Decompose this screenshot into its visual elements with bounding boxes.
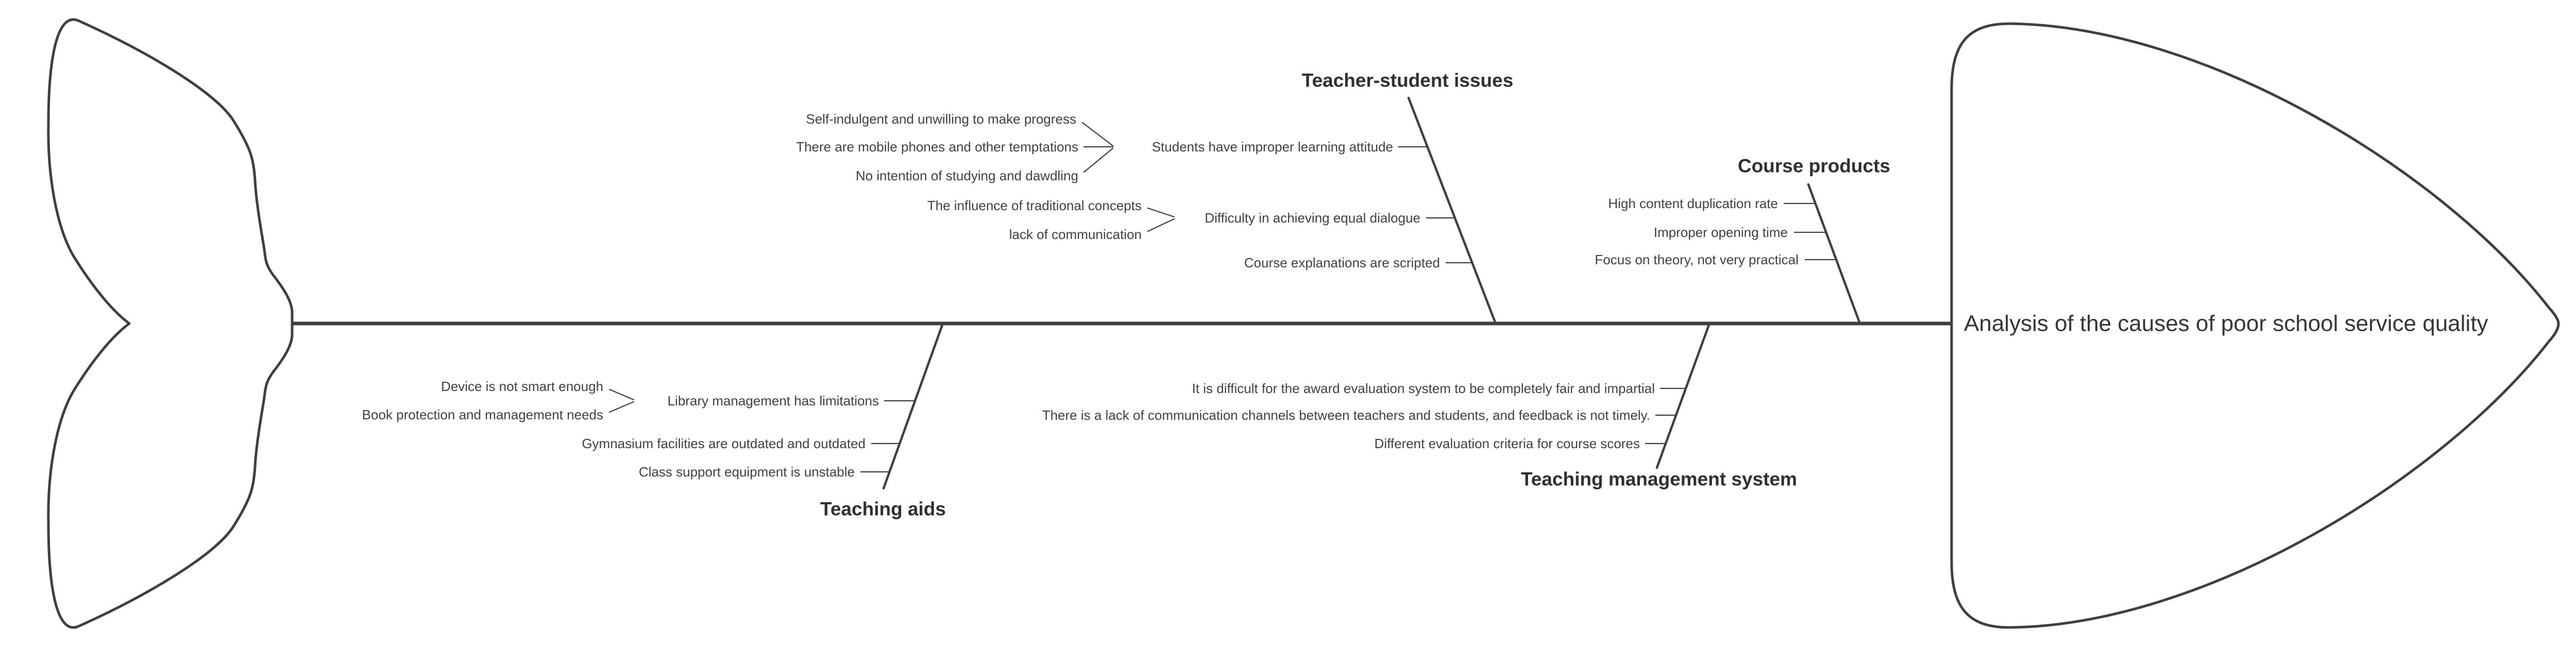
- fish-head-shape: [1950, 22, 2560, 629]
- branch-course-products: Course products High content duplication…: [1595, 156, 1890, 325]
- branch-teacher-student-issues: Teacher-student issues Students have imp…: [796, 70, 1514, 325]
- cause-text: Library management has limitations: [668, 393, 879, 408]
- cause-text: Course explanations are scripted: [1244, 255, 1440, 270]
- problem-statement: Analysis of the causes of poor school se…: [1964, 311, 2488, 336]
- branch-label: Course products: [1738, 156, 1890, 177]
- branch-line: [1655, 322, 1711, 469]
- branch-label: Teacher-student issues: [1302, 70, 1514, 91]
- sub-cause-text: The influence of traditional concepts: [927, 198, 1142, 213]
- cause-text: Class support equipment is unstable: [639, 464, 855, 480]
- sub-cause-connector: [608, 401, 635, 413]
- sub-cause-text: Device is not smart enough: [441, 379, 603, 394]
- sub-cause-connector: [1147, 207, 1175, 218]
- sub-cause-text: No intention of studying and dawdling: [856, 168, 1078, 183]
- branch-teaching-management-system: Teaching management system It is difficu…: [1042, 322, 1797, 490]
- branch-line: [1407, 96, 1497, 325]
- cause-text: Improper opening time: [1654, 225, 1788, 240]
- sub-cause-text: Book protection and management needs: [362, 407, 603, 422]
- sub-cause-connector: [1147, 218, 1175, 232]
- branch-line: [882, 322, 944, 490]
- sub-cause-text: lack of communication: [1009, 227, 1142, 242]
- sub-cause-text: Self-indulgent and unwilling to make pro…: [806, 111, 1076, 127]
- sub-cause-connector: [1081, 122, 1114, 147]
- sub-cause-connector: [1083, 147, 1114, 173]
- branch-label: Teaching aids: [820, 499, 946, 520]
- branch-line: [1807, 183, 1861, 325]
- fish-tail-shape: [47, 18, 294, 629]
- sub-cause-connector: [608, 388, 635, 401]
- branch-label: Teaching management system: [1521, 469, 1797, 490]
- cause-text: Difficulty in achieving equal dialogue: [1205, 210, 1420, 226]
- cause-text: There is a lack of communication channel…: [1042, 407, 1650, 423]
- cause-text: Gymnasium facilities are outdated and ou…: [582, 436, 866, 451]
- cause-text: Students have improper learning attitude: [1152, 139, 1393, 155]
- branch-teaching-aids: Teaching aids Library management has lim…: [362, 322, 946, 520]
- cause-text: It is difficult for the award evaluation…: [1192, 381, 1655, 396]
- cause-text: Focus on theory, not very practical: [1595, 252, 1799, 267]
- cause-text: Different evaluation criteria for course…: [1375, 436, 1640, 451]
- sub-cause-text: There are mobile phones and other tempta…: [796, 139, 1078, 155]
- cause-text: High content duplication rate: [1608, 196, 1778, 211]
